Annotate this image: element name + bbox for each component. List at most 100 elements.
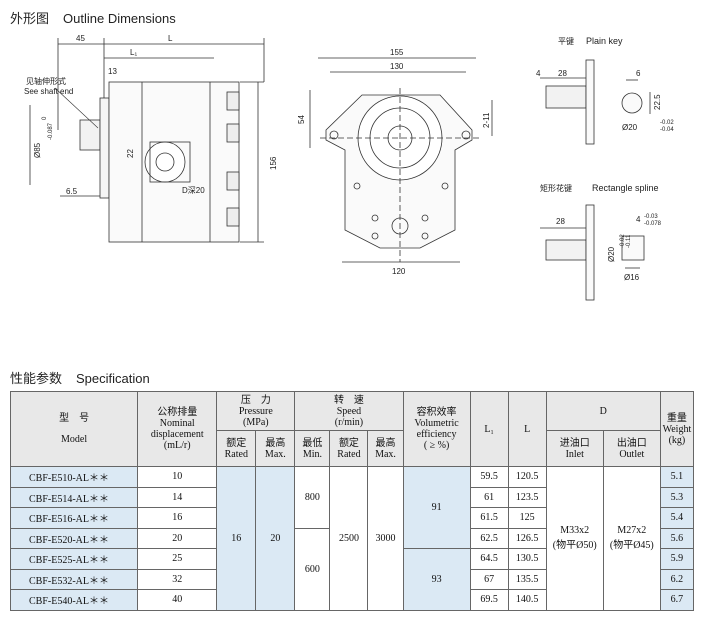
dim-155: 155	[390, 48, 404, 57]
cell-model: CBF-E510-AL＊＊	[9, 466, 139, 488]
spline-title-en: Rectangle spline	[592, 183, 659, 193]
dim-156: 156	[269, 156, 278, 170]
cell-displacement: 16	[137, 507, 218, 529]
cell-model: CBF-E532-AL＊＊	[9, 568, 139, 590]
dim-L: L	[168, 34, 173, 43]
cell-L: 123.5	[507, 486, 547, 508]
cell-speed-max: 3000	[367, 466, 404, 611]
cell-model: CBF-E514-AL＊＊	[9, 486, 139, 508]
cell-speed-rated: 2500	[329, 466, 369, 611]
cell-speed-min-b: 600	[294, 527, 331, 611]
cell-L1: 61.5	[469, 507, 509, 529]
cell-L: 125	[507, 507, 547, 529]
key-tol-lo: -0.04	[660, 127, 674, 133]
cell-model: CBF-E525-AL＊＊	[9, 548, 139, 570]
dim-45: 45	[76, 34, 85, 43]
cell-L: 135.5	[507, 568, 547, 590]
dim-13: 13	[108, 67, 117, 76]
cell-pressure-rated: 16	[216, 466, 257, 611]
cell-weight: 5.6	[659, 527, 695, 549]
front-view	[309, 57, 493, 263]
spline-d20-tol-hi: -0.02	[620, 234, 626, 248]
key-dim-20: Ø20	[622, 123, 638, 132]
dim-85: Ø85	[33, 142, 42, 158]
cell-displacement: 32	[137, 568, 218, 590]
cell-L1: 59.5	[469, 466, 509, 488]
cell-weight: 6.2	[659, 568, 695, 590]
key-tol-hi: -0.02	[660, 120, 674, 126]
key-title-en: Plain key	[586, 36, 623, 46]
dim-85-tol0: 0	[42, 116, 48, 120]
dim-2-11: 2-11	[482, 112, 491, 128]
table-row: CBF-E510-AL＊＊ 10 16 20 800 2500 3000 91 …	[9, 466, 695, 611]
col-L: L	[507, 391, 547, 467]
dim-85-tol: -0.087	[48, 122, 54, 140]
cell-L: 140.5	[507, 589, 547, 611]
cell-displacement: 25	[137, 548, 218, 570]
col-L1: L₁	[469, 391, 509, 467]
shaft-end-cn: 见轴伸形式	[26, 76, 66, 86]
spline-dim-16: Ø16	[624, 273, 640, 282]
plain-key-view	[540, 59, 651, 145]
cell-displacement: 10	[137, 466, 218, 488]
cell-L1: 69.5	[469, 589, 509, 611]
shaft-end-en: See shaft end	[24, 87, 73, 96]
cell-weight: 5.9	[659, 548, 695, 570]
dim-6.5: 6.5	[66, 187, 78, 196]
cell-volumetric-a: 91	[402, 466, 471, 549]
cell-speed-min-a: 800	[294, 466, 331, 529]
cell-displacement: 40	[137, 589, 218, 611]
cell-volumetric-b: 93	[402, 548, 471, 611]
cell-L1: 61	[469, 486, 509, 508]
cell-weight: 5.4	[659, 507, 695, 529]
dim-130: 130	[390, 62, 404, 71]
dim-L1: L₁	[130, 48, 137, 57]
spline-dim-4: 4	[636, 215, 641, 224]
table-row: CBF-E532-AL＊＊ 32 67 135.5 6.2	[9, 568, 695, 590]
table-row: CBF-E514-AL＊＊ 14 61 123.5 5.3	[9, 486, 695, 508]
cell-weight: 5.1	[659, 466, 695, 488]
key-title-cn: 平键	[558, 36, 574, 46]
cell-L1: 67	[469, 568, 509, 590]
dim-54: 54	[297, 115, 306, 124]
table-row: CBF-E540-AL＊＊ 40 69.5 140.5 6.7	[9, 589, 695, 611]
key-dim-22.5: 22.5	[653, 94, 662, 110]
spline-d20-tol-lo: -0.11	[626, 234, 632, 248]
key-dim-4: 4	[536, 69, 541, 78]
spline-tol-lo: -0.078	[644, 221, 662, 227]
table-row: CBF-E520-AL＊＊ 20 600 62.5 126.5 5.6	[9, 527, 695, 611]
spline-tol-hi: -0.03	[644, 214, 658, 220]
col-D: D	[545, 391, 661, 431]
dim-22: 22	[126, 149, 135, 158]
outline-title-en: Outline Dimensions	[63, 11, 176, 26]
key-dim-6: 6	[636, 69, 641, 78]
spline-dim-20: Ø20	[607, 246, 616, 262]
dim-120: 120	[392, 267, 406, 276]
table-row: CBF-E516-AL＊＊ 16 61.5 125 5.4	[9, 507, 695, 529]
cell-L: 130.5	[507, 548, 547, 570]
cell-model: CBF-E540-AL＊＊	[9, 589, 139, 611]
cell-model: CBF-E516-AL＊＊	[9, 507, 139, 529]
spec-title-cn: 性能参数	[10, 372, 63, 387]
cell-outlet: M27x2(物平Ø45)	[602, 466, 661, 611]
cell-pressure-max: 20	[255, 466, 296, 611]
cell-inlet: M33x2(物平Ø50)	[545, 466, 604, 611]
cell-L1: 62.5	[469, 527, 509, 549]
spline-dim-28: 28	[556, 217, 565, 226]
spline-title-cn: 矩形花键	[540, 183, 572, 193]
